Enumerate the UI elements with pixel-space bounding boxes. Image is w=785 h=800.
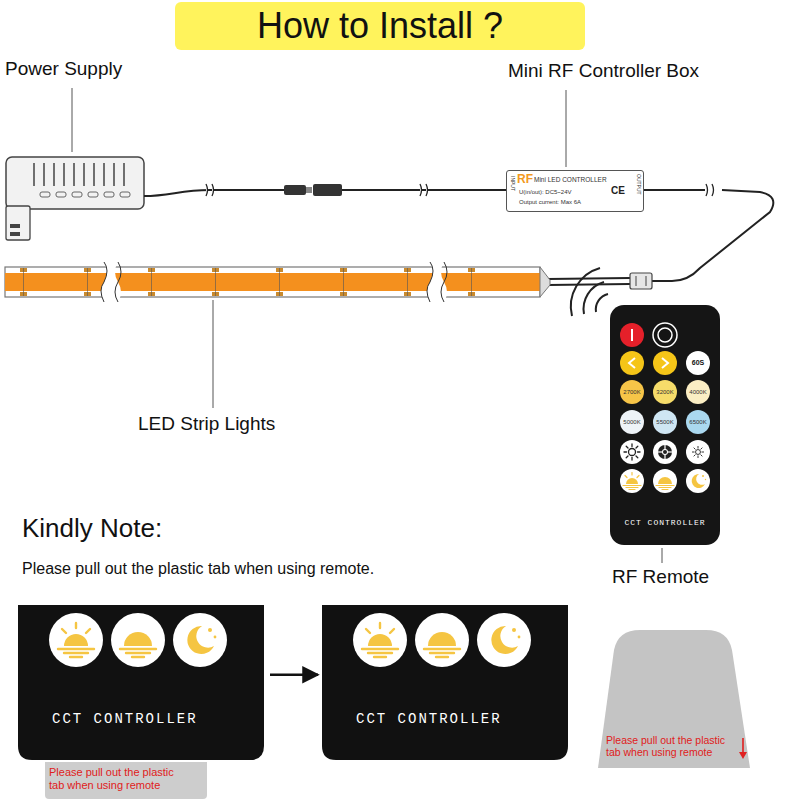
node-text: Please pull out the plastic tab when usi… <box>606 734 742 758</box>
rf-remote-body <box>610 305 720 545</box>
controller-box: INPUTRFMini LED CONTROLLER U(in/out): DC5… <box>506 170 644 212</box>
strip-connector <box>630 273 652 289</box>
node-text: 6500K <box>686 410 710 434</box>
rf-remote: CCT CONTROLLER 60S 2700K 3200K 4000K 5000K 550… <box>610 305 720 545</box>
remote-closeup <box>18 605 568 760</box>
node-text: 60S <box>686 351 710 375</box>
node-text: INPUT <box>509 176 515 191</box>
leader-lines <box>72 88 662 563</box>
node-text: CCT CONTROLLER <box>52 711 198 727</box>
wireless-waves <box>571 268 608 316</box>
node-text: 2700K <box>620 380 644 404</box>
power-supply <box>6 157 144 240</box>
node-text: CCT CONTROLLER <box>356 711 502 727</box>
cct-button: 2700K <box>620 380 644 404</box>
node-text: 3200K <box>653 380 677 404</box>
title-banner: How to Install ? <box>175 2 585 50</box>
dc-connector <box>284 184 342 196</box>
node-text: 5500K <box>653 410 677 434</box>
label: Kindly Note: <box>22 514 162 544</box>
led-strip <box>5 262 550 302</box>
label: Please pull out the plastic tab when usi… <box>22 560 374 578</box>
node-text: Mini LED CONTROLLER <box>534 176 607 183</box>
node-text: 4000K <box>686 380 710 404</box>
cct-button: 5500K <box>653 410 677 434</box>
cct-button: 3200K <box>653 380 677 404</box>
cct-button: 6500K <box>686 410 710 434</box>
delay-button: 60S <box>686 351 710 375</box>
node-text: 5000K <box>620 410 644 434</box>
node-text: RF <box>517 173 533 187</box>
cct-button: 5000K <box>620 410 644 434</box>
node-text: CCT CONTROLLER <box>610 518 720 527</box>
remote-closeup: CCT CONTROLLER <box>18 605 264 760</box>
plastic-tab <box>598 630 750 768</box>
label: Power Supply <box>5 58 122 80</box>
label: RF Remote <box>612 566 709 588</box>
node-text: OUTPUT <box>635 174 641 195</box>
plastic-tab: Please pull out the plastic tab when usi… <box>598 628 750 768</box>
node-text: U(in/out): DC5~24V <box>519 189 572 196</box>
node-text: CE <box>611 185 625 197</box>
connector-arrow <box>270 674 318 677</box>
node-text: Please pull out the plastic tab when usi… <box>49 766 191 791</box>
plastic-tab: Please pull out the plastic tab when usi… <box>45 762 207 799</box>
cct-button: 4000K <box>686 380 710 404</box>
label: Mini RF Controller Box <box>508 60 699 82</box>
label: LED Strip Lights <box>138 413 275 435</box>
node-text: Output current: Max 6A <box>519 199 581 206</box>
remote-closeup: CCT CONTROLLER <box>322 605 568 760</box>
